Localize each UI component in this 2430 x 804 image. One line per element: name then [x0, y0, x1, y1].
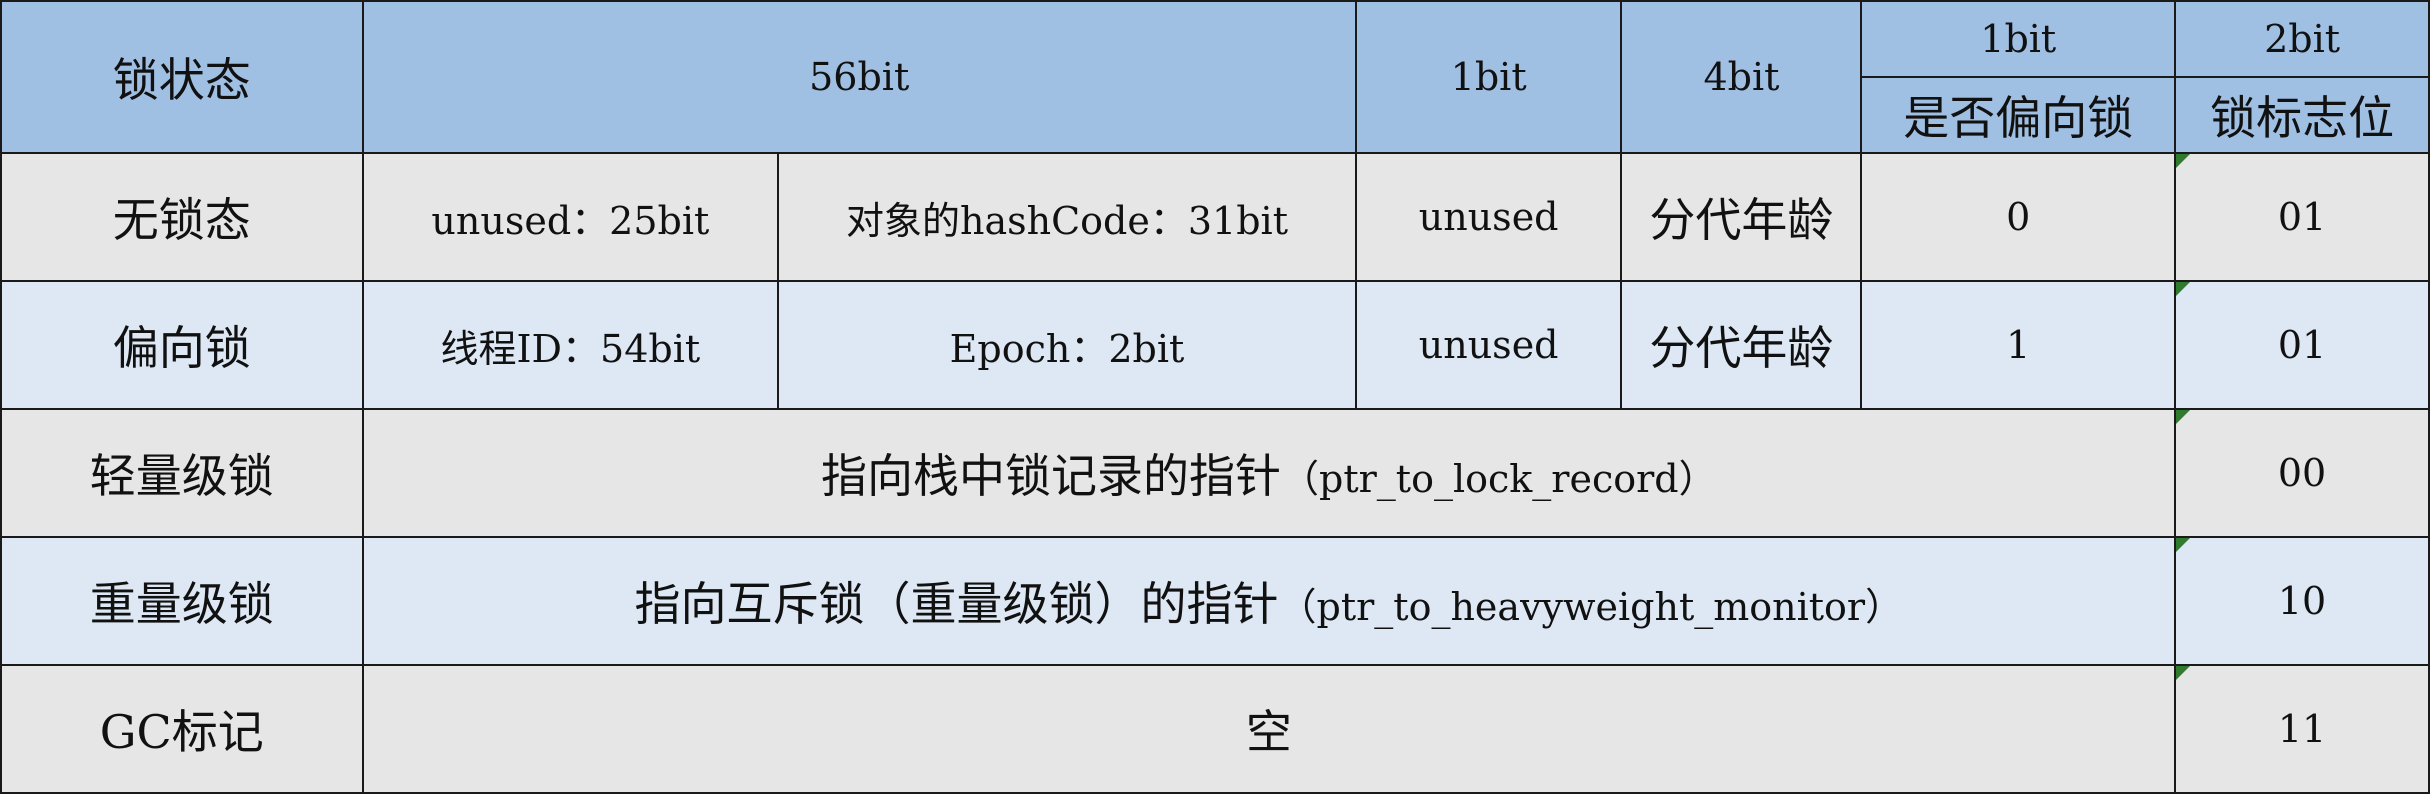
header-4bit[interactable]: 4bit — [1620, 0, 1863, 154]
state-gc[interactable]: GC标记 — [0, 664, 364, 794]
lock-flag-cell[interactable]: 11 — [2174, 664, 2430, 794]
lock-flag-cell[interactable]: 01 — [2174, 152, 2430, 282]
lightweight-pointer-name: （ptr_to_lock_record） — [1281, 457, 1717, 501]
age-cell[interactable]: 分代年龄 — [1620, 152, 1863, 282]
state-heavyweight[interactable]: 重量级锁 — [0, 536, 364, 666]
header-biased-flag[interactable]: 是否偏向锁 — [1860, 76, 2177, 154]
header-2bit[interactable]: 2bit — [2174, 0, 2430, 78]
thread-id-cell[interactable]: 线程ID：54bit — [361, 280, 780, 410]
header-lock-state[interactable]: 锁状态 — [0, 0, 364, 154]
header-row: 锁状态 56bit 1bit 4bit 1bit 2bit — [0, 0, 2430, 154]
state-unlocked[interactable]: 无锁态 — [0, 152, 364, 282]
row-heavyweight: 重量级锁 指向互斥锁（重量级锁）的指针（ptr_to_heavyweight_m… — [0, 536, 2430, 666]
row-lightweight: 轻量级锁 指向栈中锁记录的指针（ptr_to_lock_record） 00 — [0, 408, 2430, 538]
lock-flag-cell[interactable]: 00 — [2174, 408, 2430, 538]
biased-bit-cell[interactable]: 1 — [1860, 280, 2177, 410]
state-lightweight[interactable]: 轻量级锁 — [0, 408, 364, 538]
row-unlocked: 无锁态 unused：25bit 对象的hashCode：31bit unuse… — [0, 152, 2430, 282]
header-1bit-unused[interactable]: 1bit — [1354, 0, 1623, 154]
unused-cell[interactable]: unused — [1354, 280, 1623, 410]
row-biased: 偏向锁 线程ID：54bit Epoch：2bit unused 分代年龄 1 … — [0, 280, 2430, 410]
heavyweight-pointer-cell[interactable]: 指向互斥锁（重量级锁）的指针（ptr_to_heavyweight_monito… — [361, 536, 2177, 666]
gc-empty-cell[interactable]: 空 — [361, 664, 2177, 794]
header-1bit-biased[interactable]: 1bit — [1860, 0, 2177, 78]
biased-bit-cell[interactable]: 0 — [1860, 152, 2177, 282]
row-gc: GC标记 空 11 — [0, 664, 2430, 794]
age-cell[interactable]: 分代年龄 — [1620, 280, 1863, 410]
header-lock-flag[interactable]: 锁标志位 — [2174, 76, 2430, 154]
lock-flag-cell[interactable]: 10 — [2174, 536, 2430, 666]
hashcode-cell[interactable]: 对象的hashCode：31bit — [777, 152, 1357, 282]
state-biased[interactable]: 偏向锁 — [0, 280, 364, 410]
epoch-cell[interactable]: Epoch：2bit — [777, 280, 1357, 410]
header-subrow: 是否偏向锁 锁标志位 — [1, 76, 2430, 154]
header-56bit[interactable]: 56bit — [361, 0, 1357, 154]
lightweight-pointer-text: 指向栈中锁记录的指针 — [821, 449, 1282, 503]
heavyweight-pointer-name: （ptr_to_heavyweight_monitor） — [1278, 585, 1904, 629]
lock-flag-cell[interactable]: 01 — [2174, 280, 2430, 410]
unused-25bit-cell[interactable]: unused：25bit — [361, 152, 780, 282]
unused-cell[interactable]: unused — [1354, 152, 1623, 282]
heavyweight-pointer-text: 指向互斥锁（重量级锁）的指针 — [634, 577, 1279, 631]
lightweight-pointer-cell[interactable]: 指向栈中锁记录的指针（ptr_to_lock_record） — [361, 408, 2177, 538]
